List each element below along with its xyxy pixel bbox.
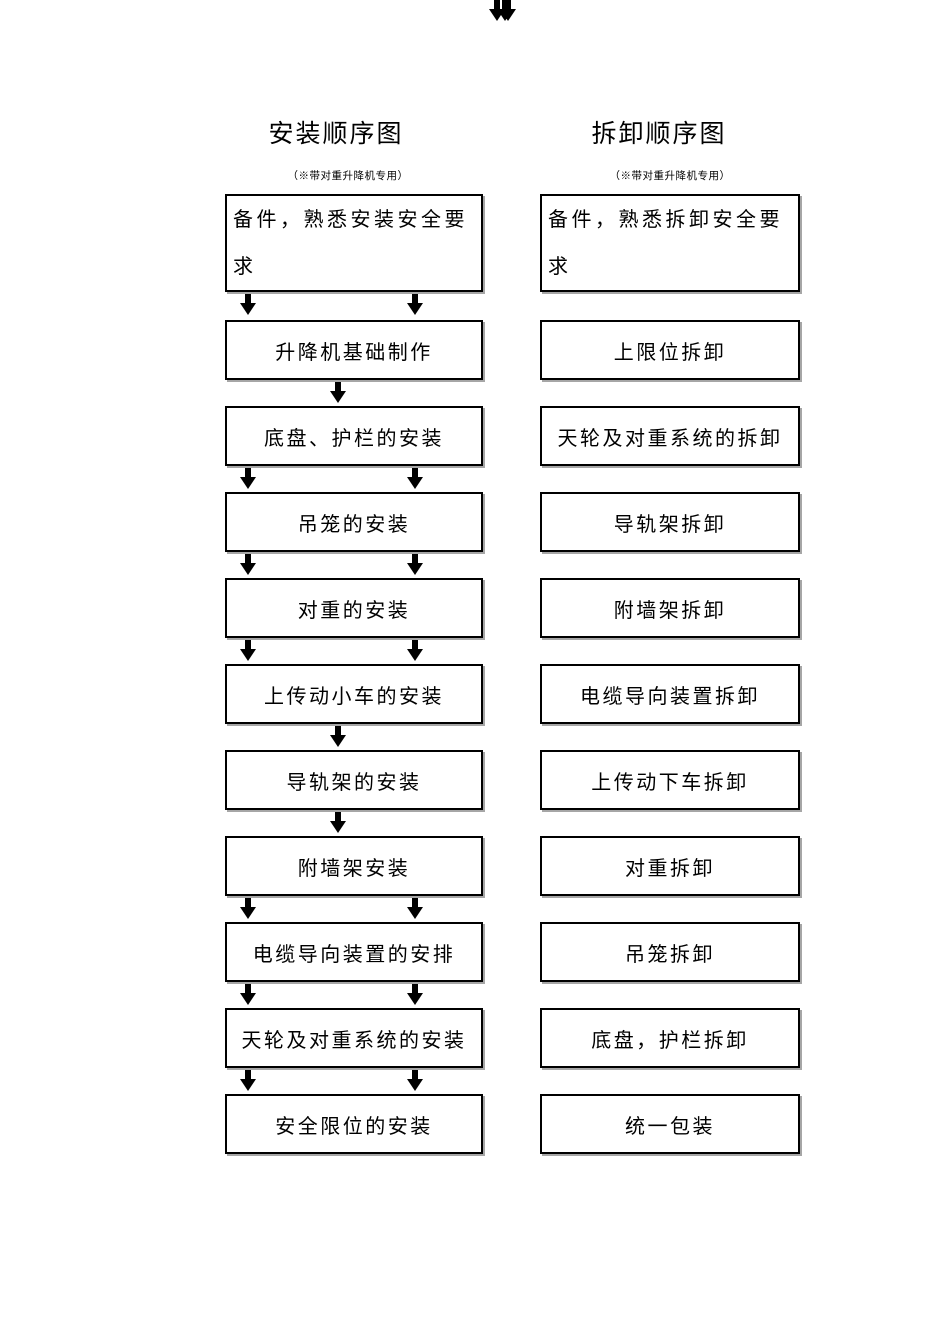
- install-step-3: 底盘、护栏的安装: [225, 406, 483, 466]
- down-arrow-icon: [407, 1070, 423, 1091]
- dismantle-step-5: 附墙架拆卸: [540, 578, 800, 638]
- dismantle-step-4: 导轨架拆卸: [540, 492, 800, 552]
- flow-connector: [225, 466, 483, 492]
- dismantle-step-10: 底盘，护栏拆卸: [540, 1008, 800, 1068]
- down-arrow-icon: [240, 1070, 256, 1091]
- flow-connector: [540, 982, 800, 1008]
- down-arrow-icon: [330, 726, 346, 747]
- flow-connector: [225, 638, 483, 664]
- down-arrow-icon: [240, 984, 256, 1005]
- down-arrow-icon: [240, 554, 256, 575]
- flow-connector: [225, 292, 483, 320]
- install-step-10: 天轮及对重系统的安装: [225, 1008, 483, 1068]
- down-arrow-icon: [407, 468, 423, 489]
- flow-connector: [225, 810, 483, 836]
- down-arrow-icon: [407, 294, 423, 315]
- down-arrow-icon: [240, 294, 256, 315]
- down-arrow-icon: [407, 640, 423, 661]
- install-step-9: 电缆导向装置的安排: [225, 922, 483, 982]
- dismantle-flow-diagram: 拆卸顺序图 （※带对重升降机专用） 备件，熟悉拆卸安全要求 上限位拆卸 天轮及对…: [540, 112, 800, 1154]
- flow-connector: [540, 380, 800, 406]
- dismantle-step-8: 对重拆卸: [540, 836, 800, 896]
- down-arrow-icon: [330, 382, 346, 403]
- install-step-5: 对重的安装: [225, 578, 483, 638]
- flow-connector: [540, 552, 800, 578]
- down-arrow-icon: [407, 554, 423, 575]
- dismantle-step-3: 天轮及对重系统的拆卸: [540, 406, 800, 466]
- flow-connector: [540, 466, 800, 492]
- dismantle-step-11: 统一包装: [540, 1094, 800, 1154]
- flow-connector: [540, 638, 800, 664]
- down-arrow-icon: [240, 468, 256, 489]
- down-arrow-icon: [407, 898, 423, 919]
- flow-connector: [225, 724, 483, 750]
- flow-connector: [540, 810, 800, 836]
- flow-connector: [540, 896, 800, 922]
- install-step-7: 导轨架的安装: [225, 750, 483, 810]
- flow-connector: [225, 982, 483, 1008]
- down-arrow-icon: [240, 640, 256, 661]
- flow-connector: [225, 380, 483, 406]
- dismantle-flow-title: 拆卸顺序图: [591, 121, 727, 148]
- flow-connector: [225, 896, 483, 922]
- down-arrow-icon: [407, 984, 423, 1005]
- install-step-11: 安全限位的安装: [225, 1094, 483, 1154]
- down-arrow-icon: [330, 812, 346, 833]
- install-step-1: 备件，熟悉安装安全要求: [225, 194, 483, 292]
- install-step-6: 上传动小车的安装: [225, 664, 483, 724]
- dismantle-step-6: 电缆导向装置拆卸: [540, 664, 800, 724]
- flow-connector: [225, 1068, 483, 1094]
- dismantle-step-9: 吊笼拆卸: [540, 922, 800, 982]
- install-step-8: 附墙架安装: [225, 836, 483, 896]
- dismantle-flow-subtitle: （※带对重升降机专用）: [609, 171, 731, 182]
- flow-connector: [540, 292, 800, 320]
- down-arrow-icon: [240, 898, 256, 919]
- flow-connector: [540, 724, 800, 750]
- down-arrow-icon: [500, 0, 516, 21]
- dismantle-step-2: 上限位拆卸: [540, 320, 800, 380]
- install-step-4: 吊笼的安装: [225, 492, 483, 552]
- dismantle-step-1: 备件，熟悉拆卸安全要求: [540, 194, 800, 292]
- install-flow-subtitle: （※带对重升降机专用）: [287, 171, 409, 182]
- flow-connector: [540, 1068, 800, 1094]
- flow-connector: [225, 552, 483, 578]
- dismantle-step-7: 上传动下车拆卸: [540, 750, 800, 810]
- install-flow-title: 安装顺序图: [268, 121, 404, 148]
- install-flow-diagram: 安装顺序图 （※带对重升降机专用） 备件，熟悉安装安全要求 升降机基础制作 底盘…: [225, 112, 483, 1154]
- install-step-2: 升降机基础制作: [225, 320, 483, 380]
